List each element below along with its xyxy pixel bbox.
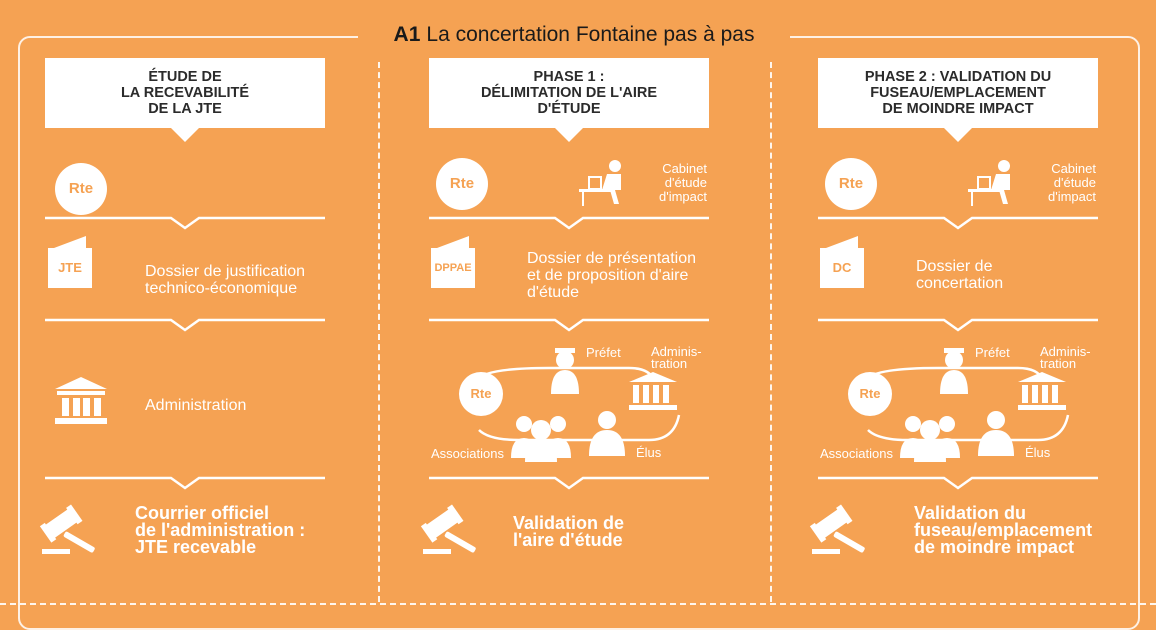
header-line: DE LA JTE <box>148 101 222 117</box>
administration-icon <box>1018 372 1066 410</box>
title-text: La concertation Fontaine pas à pas <box>426 23 755 46</box>
administration-label: Adminis-tration <box>651 344 702 371</box>
administration-label: Adminis-tration <box>1040 344 1091 371</box>
separator-arrow <box>45 318 325 332</box>
associations-label: Associations <box>820 446 893 461</box>
prefet-label: Préfet <box>586 345 621 360</box>
separator-arrow <box>45 216 325 230</box>
administration-building-icon <box>55 377 107 424</box>
separator-arrow <box>818 216 1098 230</box>
associations-icon <box>511 416 571 462</box>
consultant-at-desk-icon <box>579 160 621 206</box>
associations-icon <box>900 416 960 462</box>
gavel-icon <box>420 504 476 554</box>
gavel-icon <box>809 504 865 554</box>
associations-label: Associations <box>431 446 504 461</box>
separator-arrow <box>818 318 1098 332</box>
separator-arrow <box>429 216 709 230</box>
rte-logo: Rte <box>825 158 877 210</box>
separator-arrow <box>429 318 709 332</box>
network-rte-logo: Rte <box>848 372 892 416</box>
elus-icon <box>978 411 1014 456</box>
document-code: DPPAE <box>431 248 475 288</box>
separator-arrow <box>818 476 1098 490</box>
consultant-at-desk-icon <box>968 160 1010 206</box>
header-line: ÉTUDE DE <box>148 69 222 85</box>
administration-icon <box>629 372 677 410</box>
bottom-divider <box>0 603 1156 605</box>
separator-arrow <box>429 476 709 490</box>
column-divider <box>378 62 380 602</box>
document-code: DC <box>820 248 864 288</box>
column-jte: ÉTUDE DE LA RECEVABILITÉ DE LA JTE Rte J… <box>39 0 325 613</box>
rte-logo: Rte <box>436 158 488 210</box>
prefet-icon <box>551 348 579 394</box>
elus-icon <box>589 411 625 456</box>
stakeholder-network <box>475 348 681 462</box>
prefet-icon <box>940 348 968 394</box>
separator-arrow <box>45 476 325 490</box>
elus-label: Élus <box>636 445 662 460</box>
elus-label: Élus <box>1025 445 1051 460</box>
document-icon: JTE <box>48 236 92 288</box>
document-code: JTE <box>48 248 92 288</box>
admin-label: Administration <box>145 397 247 414</box>
column-divider <box>770 62 772 602</box>
document-icon: DPPAE <box>431 236 475 288</box>
header-line: LA RECEVABILITÉ <box>120 85 250 101</box>
prefet-label: Préfet <box>975 345 1010 360</box>
title-label: A1 <box>393 23 421 46</box>
column-header: ÉTUDE DE LA RECEVABILITÉ DE LA JTE <box>45 58 325 142</box>
gavel-icon <box>39 504 95 554</box>
rte-logo: Rte <box>55 163 107 215</box>
document-icon: DC <box>820 236 864 288</box>
network-rte-logo: Rte <box>459 372 503 416</box>
